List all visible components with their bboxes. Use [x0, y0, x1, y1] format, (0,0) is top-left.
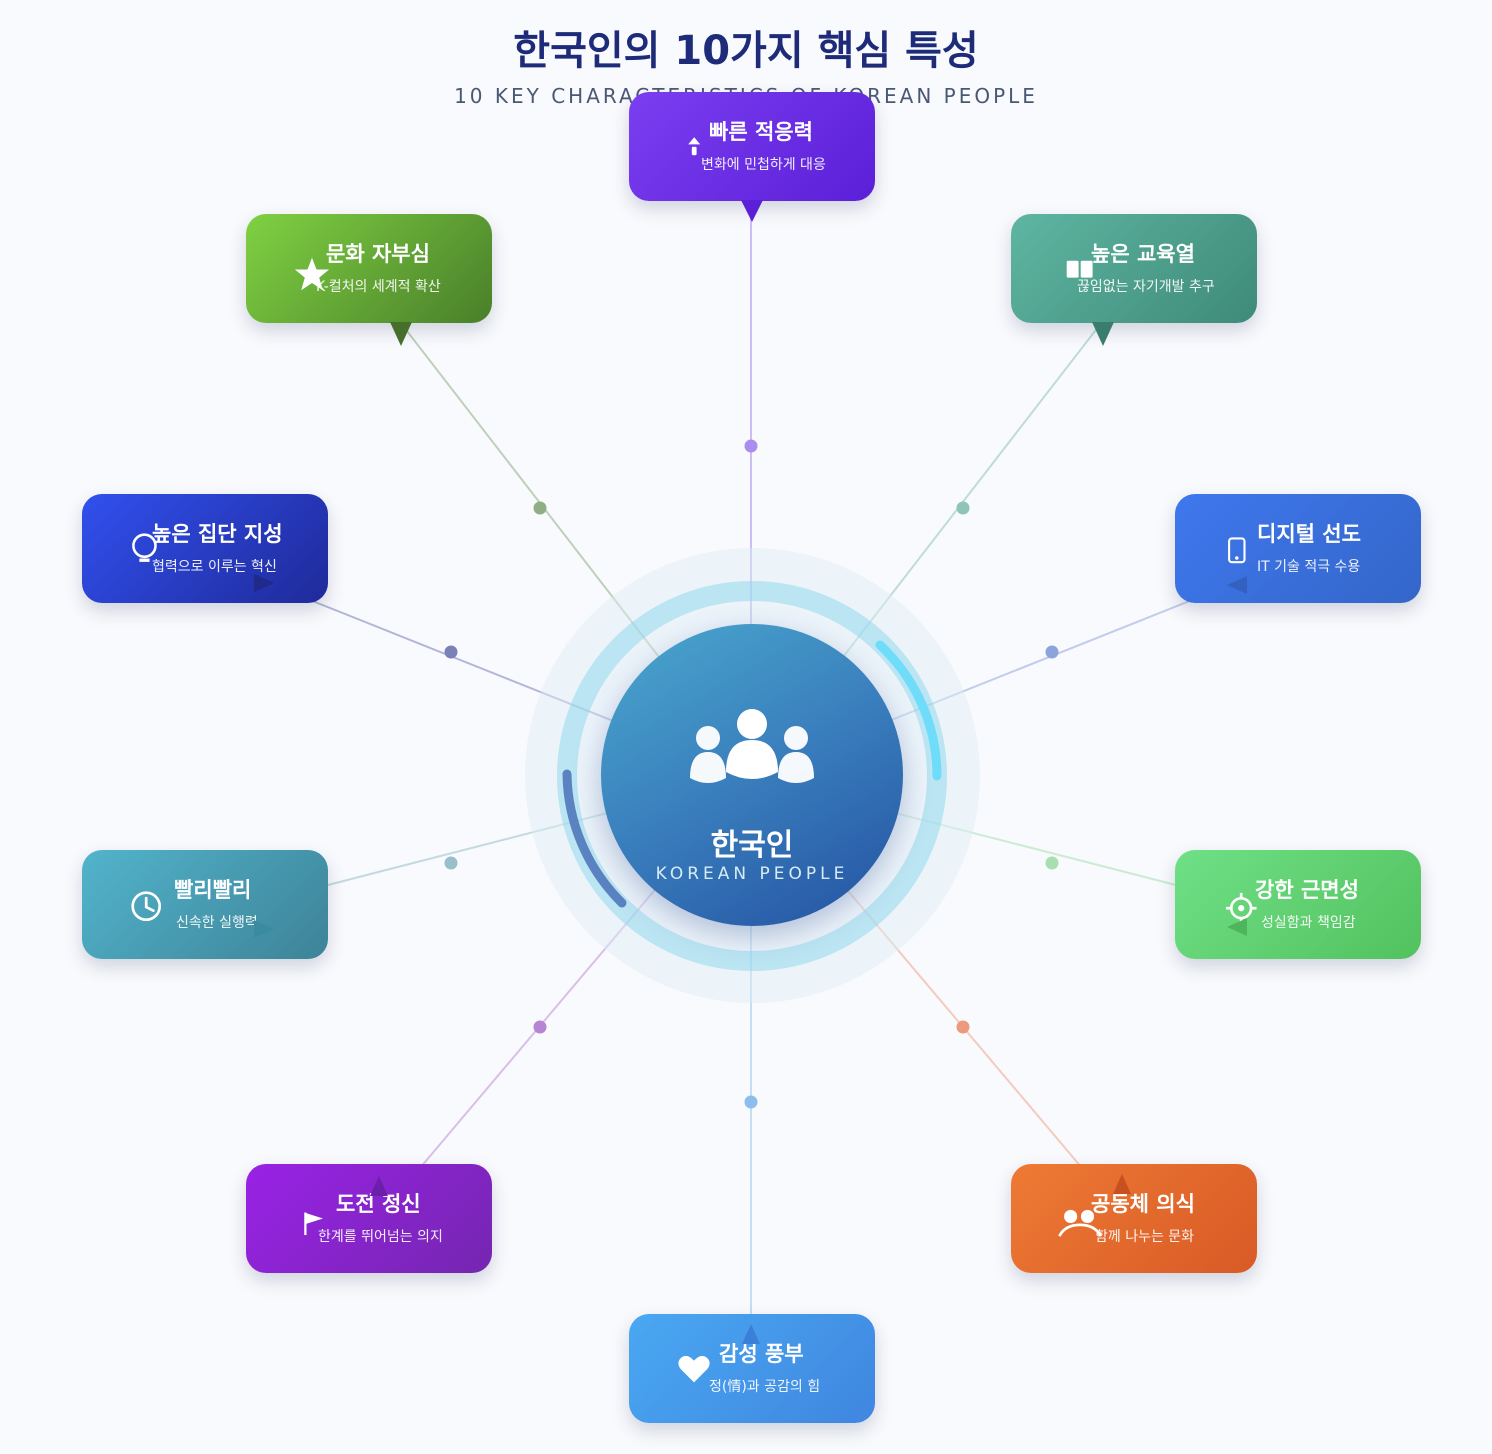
card-desc: 협력으로 이루는 혁신	[152, 559, 277, 575]
connector-dot-collective	[444, 645, 458, 659]
connector-dot-challenge	[533, 1020, 547, 1034]
hub-circle[interactable]: 한국인 KOREAN PEOPLE	[601, 624, 903, 926]
heart-icon	[678, 1355, 710, 1383]
card-desc: 한계를 뛰어넘는 의지	[318, 1229, 443, 1245]
card-pointer	[742, 1324, 760, 1344]
connector-dot-pride	[533, 501, 547, 515]
card-title: 공동체 의식	[1091, 1192, 1195, 1216]
users-icon	[1058, 1209, 1102, 1237]
card-pointer	[370, 1176, 388, 1196]
card-pointer	[390, 322, 412, 346]
card-title: 높은 집단 지성	[152, 522, 283, 546]
card-pointer	[254, 920, 274, 938]
card-title: 문화 자부심	[326, 242, 430, 266]
card-adapt[interactable]: 빠른 적응력 변화에 민첩하게 대응	[629, 92, 875, 201]
flag-icon	[304, 1212, 323, 1235]
connector-dot-edu	[956, 501, 970, 515]
card-community[interactable]: 공동체 의식 함께 나누는 문화	[1011, 1164, 1257, 1273]
hub-label: 한국인	[710, 828, 794, 863]
page-title: 한국인의 10가지 핵심 특성	[513, 28, 979, 74]
card-title: 빠른 적응력	[709, 120, 813, 144]
connector-dot-community	[956, 1020, 970, 1034]
card-title: 감성 풍부	[719, 1342, 804, 1366]
connector-dot-adapt	[744, 439, 758, 453]
hub-sublabel: KOREAN PEOPLE	[655, 864, 849, 884]
connector-dot-pali	[444, 856, 458, 870]
card-emotion[interactable]: 감성 풍부 정(情)과 공감의 힘	[629, 1314, 875, 1423]
card-title: 디지털 선도	[1257, 522, 1361, 546]
card-pride[interactable]: 문화 자부심 K-컬처의 세계적 확산	[246, 214, 492, 323]
lightbulb-icon	[132, 533, 157, 562]
card-pointer	[1113, 1174, 1131, 1194]
card-desc: 변화에 민첩하게 대응	[701, 157, 826, 173]
connector-dot-digital	[1045, 645, 1059, 659]
card-collective[interactable]: 높은 집단 지성 협력으로 이루는 혁신	[82, 494, 328, 603]
people-group-icon	[690, 709, 814, 783]
card-desc: IT 기술 적극 수용	[1257, 559, 1361, 575]
card-diligence[interactable]: 강한 근면성 성실함과 책임감	[1175, 850, 1421, 959]
card-pointer	[1227, 918, 1247, 936]
card-pointer	[254, 574, 274, 592]
book-icon	[1066, 260, 1093, 278]
card-desc: K-컬처의 세계적 확산	[316, 279, 441, 295]
connector-dot-emotion	[744, 1095, 758, 1109]
connector-dot-diligence	[1045, 856, 1059, 870]
card-desc: 정(情)과 공감의 힘	[709, 1379, 821, 1395]
card-pointer	[741, 200, 763, 222]
card-title: 높은 교육열	[1091, 242, 1195, 266]
smartphone-icon	[1228, 537, 1246, 564]
card-desc: 함께 나누는 문화	[1095, 1229, 1195, 1245]
upload-arrow-icon	[688, 137, 701, 156]
card-pali[interactable]: 빨리빨리 신속한 실행력	[82, 850, 328, 959]
card-desc: 끊임없는 자기개발 추구	[1077, 279, 1215, 295]
card-edu[interactable]: 높은 교육열 끊임없는 자기개발 추구	[1011, 214, 1257, 323]
card-desc: 신속한 실행력	[176, 915, 258, 931]
clock-icon	[131, 891, 162, 922]
card-digital[interactable]: 디지털 선도 IT 기술 적극 수용	[1175, 494, 1421, 603]
card-challenge[interactable]: 도전 정신 한계를 뛰어넘는 의지	[246, 1164, 492, 1273]
card-title: 빨리빨리	[174, 878, 252, 902]
star-icon	[294, 257, 330, 291]
card-pointer	[1227, 576, 1247, 594]
card-title: 강한 근면성	[1255, 878, 1359, 902]
card-title: 도전 정신	[336, 1192, 421, 1216]
card-desc: 성실함과 책임감	[1261, 915, 1356, 931]
card-pointer	[1092, 322, 1114, 346]
